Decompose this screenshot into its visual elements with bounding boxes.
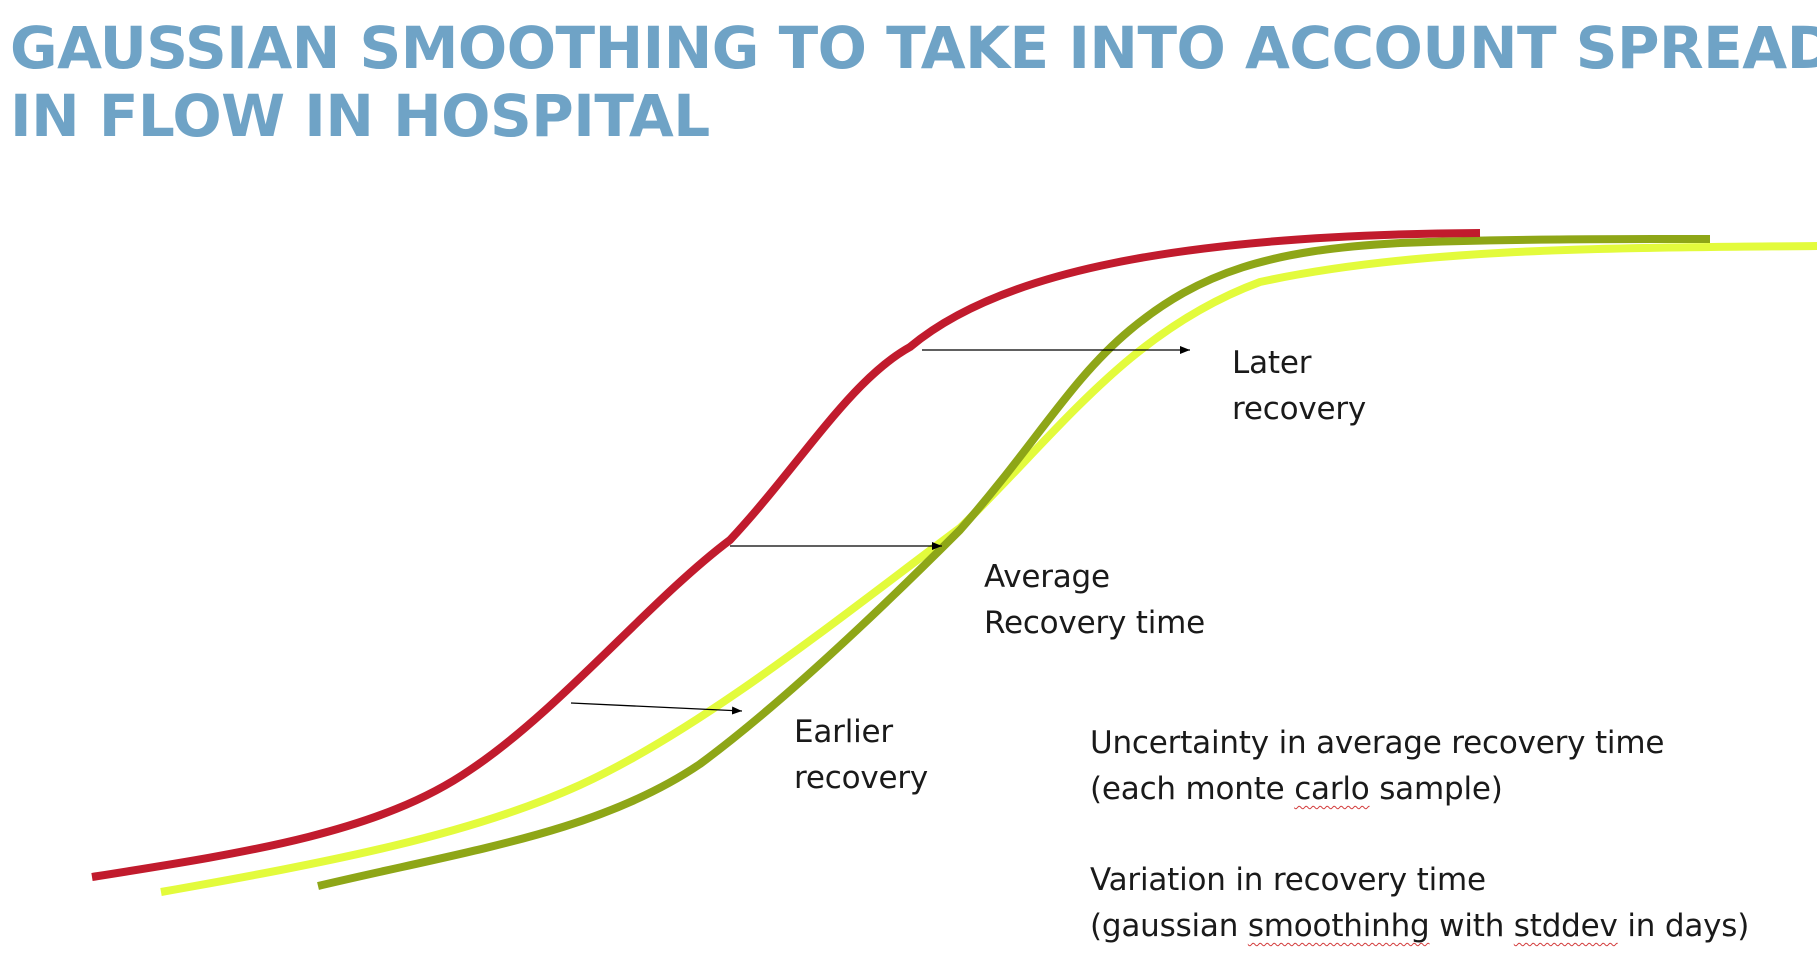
title-line-1: GAUSSIAN SMOOTHING TO TAKE INTO ACCOUNT … bbox=[10, 14, 1817, 82]
average-recovery-label: Average Recovery time bbox=[984, 554, 1205, 646]
average-recovery-line-2: Recovery time bbox=[984, 605, 1206, 641]
variation-note-flagged-word-2: stddev bbox=[1513, 908, 1618, 944]
uncertainty-note-line-2: (each monte carlo sample) bbox=[1090, 766, 1664, 812]
uncertainty-note-pre: (each monte bbox=[1090, 771, 1295, 807]
later-recovery-label: Later recovery bbox=[1232, 340, 1366, 432]
variation-note-line-2: (gaussian smoothinhg with stddev in days… bbox=[1090, 903, 1749, 949]
olive-green-curve bbox=[317, 235, 1711, 890]
variation-note-pre: (gaussian bbox=[1090, 908, 1248, 944]
earlier-recovery-line-1: Earlier bbox=[794, 714, 893, 750]
earlier-recovery-label: Earlier recovery bbox=[794, 709, 928, 801]
uncertainty-note-flagged-word: carlo bbox=[1294, 771, 1370, 807]
average-recovery-line-1: Average bbox=[984, 559, 1110, 595]
earlier-recovery-line-2: recovery bbox=[794, 760, 929, 796]
title-line-2: IN FLOW IN HOSPITAL bbox=[10, 82, 710, 150]
variation-note: Variation in recovery time (gaussian smo… bbox=[1090, 857, 1749, 949]
variation-note-line-1: Variation in recovery time bbox=[1090, 862, 1486, 898]
variation-note-flagged-word-1: smoothinhg bbox=[1247, 908, 1430, 944]
earlier-recovery-arrow bbox=[570, 702, 743, 715]
variation-note-mid: with bbox=[1429, 908, 1514, 944]
uncertainty-note-line-1: Uncertainty in average recovery time bbox=[1090, 725, 1665, 761]
later-recovery-line-2: recovery bbox=[1232, 391, 1367, 427]
slide-title: GAUSSIAN SMOOTHING TO TAKE INTO ACCOUNT … bbox=[10, 14, 1817, 150]
red-curve bbox=[91, 229, 1481, 881]
uncertainty-note-post: sample) bbox=[1369, 771, 1503, 807]
uncertainty-note: Uncertainty in average recovery time (ea… bbox=[1090, 720, 1664, 812]
variation-note-post: in days) bbox=[1617, 908, 1750, 944]
later-recovery-line-1: Later bbox=[1232, 345, 1312, 381]
